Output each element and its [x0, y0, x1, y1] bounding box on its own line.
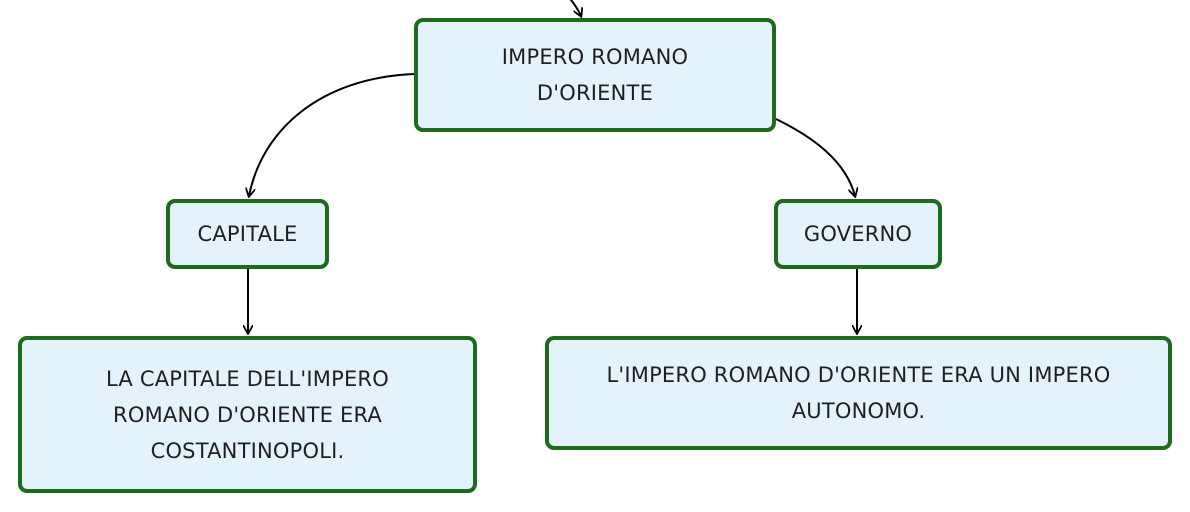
node-impero-romano-d-oriente[interactable]: IMPERO ROMANO D'ORIENTE [414, 18, 776, 132]
node-capitale-description[interactable]: LA CAPITALE DELL'IMPERO ROMANO D'ORIENTE… [18, 336, 477, 493]
node-capitale[interactable]: CAPITALE [166, 199, 329, 269]
node-governo[interactable]: GOVERNO [774, 199, 942, 269]
edge-root-to-capitale [249, 73, 415, 196]
node-governo-description[interactable]: L'IMPERO ROMANO D'ORIENTE ERA UN IMPERO … [545, 336, 1172, 450]
incoming-edge-root [569, 0, 581, 16]
edge-root-to-governo [775, 118, 855, 196]
